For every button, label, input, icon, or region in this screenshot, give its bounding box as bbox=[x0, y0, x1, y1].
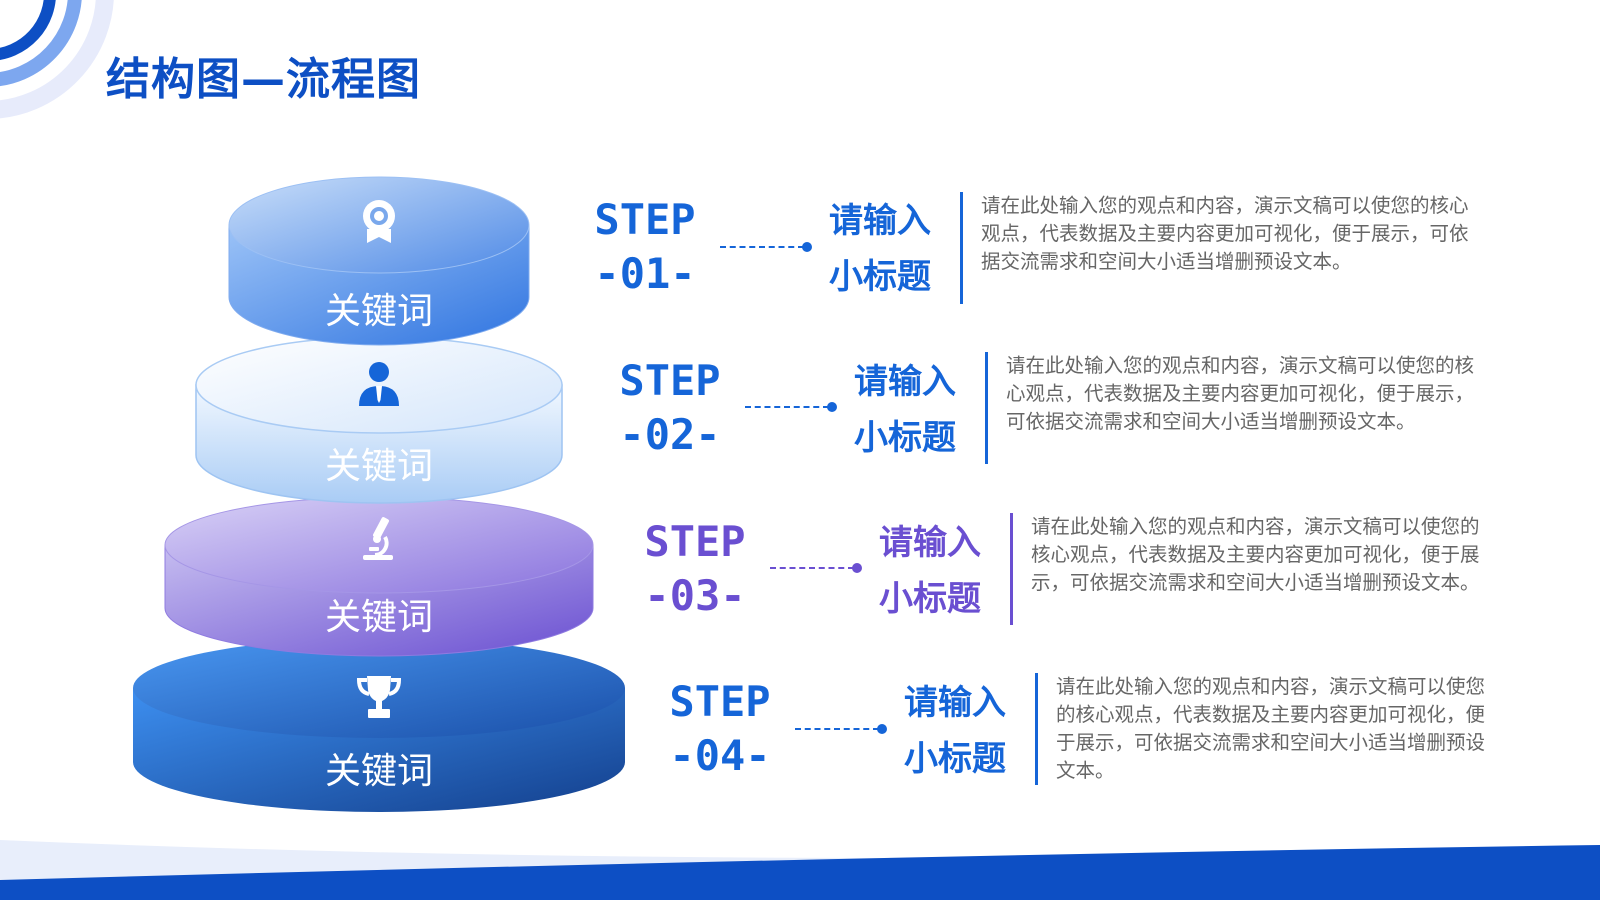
step-1-word: STEP bbox=[594, 195, 696, 244]
step-4-divider bbox=[1035, 673, 1038, 785]
microscope-icon bbox=[355, 515, 403, 563]
step-2-connector bbox=[745, 402, 837, 412]
step-1-connector bbox=[720, 242, 812, 252]
step-2-description: 请在此处输入您的观点和内容，演示文稿可以使您的核心观点，代表数据及主要内容更加可… bbox=[1006, 354, 1475, 433]
step-4-number: -04- bbox=[669, 731, 771, 780]
trophy-icon bbox=[355, 672, 403, 720]
step-3-description: 请在此处输入您的观点和内容，演示文稿可以使您的核心观点，代表数据及主要内容更加可… bbox=[1031, 515, 1480, 594]
user-icon bbox=[355, 360, 403, 408]
step-1-subtitle: 请输入 小标题 bbox=[829, 201, 931, 297]
tier-3-keyword: 关键词 bbox=[324, 597, 433, 638]
step-1-divider bbox=[960, 192, 963, 304]
step-2-number: -02- bbox=[619, 410, 721, 459]
step-3-connector bbox=[770, 563, 862, 573]
step-1-number: -01- bbox=[594, 249, 696, 298]
cylinder-tier-3 bbox=[164, 496, 594, 657]
step-3-marker: STEP -03- bbox=[615, 515, 775, 623]
step-3-subtitle: 请输入 小标题 bbox=[879, 523, 981, 619]
step-2-divider bbox=[985, 352, 988, 464]
step-4-description: 请在此处输入您的观点和内容，演示文稿可以使您的核心观点，代表数据及主要内容更加可… bbox=[1056, 675, 1486, 782]
step-4-word: STEP bbox=[669, 677, 771, 726]
tier-4-keyword: 关键词 bbox=[324, 751, 433, 792]
step-3-divider bbox=[1010, 513, 1013, 625]
step-3-word: STEP bbox=[644, 517, 746, 566]
step-2-word: STEP bbox=[619, 356, 721, 405]
webcam-icon bbox=[355, 197, 403, 245]
step-1-marker: STEP -01- bbox=[565, 193, 725, 301]
step-2-marker: STEP -02- bbox=[590, 354, 750, 462]
page-title: 结构图—流程图 bbox=[106, 54, 421, 105]
cylinder-tier-2 bbox=[195, 336, 563, 504]
footer-wave bbox=[0, 840, 1600, 900]
step-2-subtitle: 请输入 小标题 bbox=[854, 362, 956, 458]
step-4-connector bbox=[795, 724, 887, 734]
tier-2-keyword: 关键词 bbox=[324, 446, 433, 487]
step-4-subtitle: 请输入 小标题 bbox=[904, 683, 1006, 779]
step-3-number: -03- bbox=[644, 571, 746, 620]
step-1-description: 请在此处输入您的观点和内容，演示文稿可以使您的核心观点，代表数据及主要内容更加可… bbox=[981, 194, 1469, 273]
corner-decoration bbox=[0, 0, 114, 119]
step-4-marker: STEP -04- bbox=[640, 675, 800, 783]
tier-1-keyword: 关键词 bbox=[324, 291, 433, 332]
